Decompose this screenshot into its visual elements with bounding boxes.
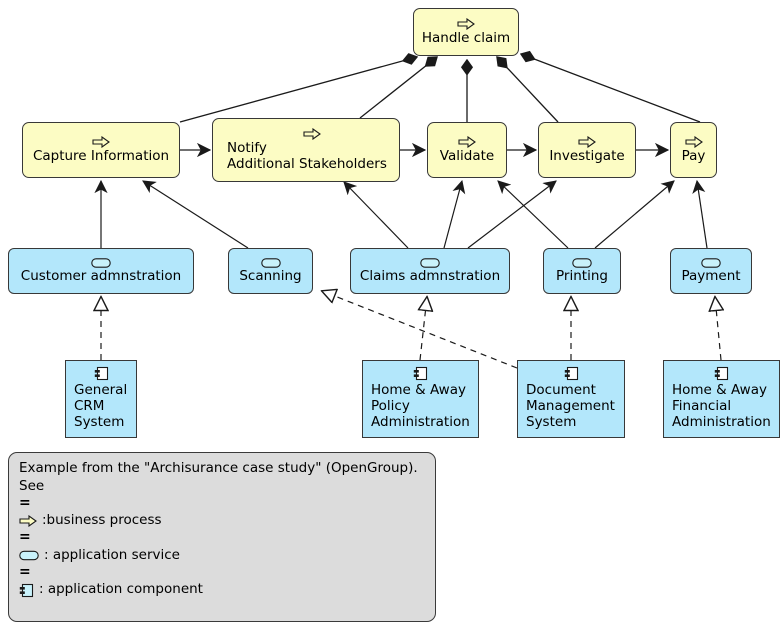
process-investigate[interactable]: Investigate [538,122,636,178]
business-process-icon [458,135,476,148]
legend-label: : application component [39,581,203,598]
business-process-icon [303,127,321,140]
component-home-away-policy-administration[interactable]: Home & Away Policy Administration [362,360,479,438]
service-payment[interactable]: Payment [670,248,752,294]
component-home-away-financial-administration[interactable]: Home & Away Financial Administration [663,360,780,438]
process-label: Validate [439,147,495,164]
legend-box: Example from the "Archisurance case stud… [8,452,436,622]
legend-item-application-service: : application service [19,546,425,565]
application-service-icon [572,257,592,268]
application-component-icon [94,366,108,381]
business-process-icon [578,135,596,148]
process-label: Pay [681,147,706,164]
service-label: Claims admnstration [359,267,501,284]
business-process-icon [92,135,110,148]
component-document-management-system[interactable]: Document Management System [517,360,625,438]
process-label: Investigate [549,147,625,164]
service-printing[interactable]: Printing [543,248,621,294]
legend-separator-1: = [19,494,31,511]
legend-item-application-component: : application component [19,581,425,600]
legend-separator-2: = [19,529,31,546]
service-label: Payment [681,267,741,284]
legend-separator-3: = [19,563,31,580]
application-service-icon [91,257,111,268]
legend-label: : application service [44,546,180,563]
application-component-icon [413,366,428,381]
process-label: Notify Additional Stakeholders [227,139,387,172]
application-component-icon [564,366,578,381]
business-process-icon [684,135,703,148]
service-customer-admnstration[interactable]: Customer admnstration [8,248,194,294]
application-component-icon [19,583,34,597]
service-scanning[interactable]: Scanning [228,248,313,294]
process-validate[interactable]: Validate [427,122,507,178]
component-label: Document Management System [526,382,615,430]
service-label: Scanning [239,267,302,284]
legend-note: Example from the "Archisurance case stud… [19,460,422,494]
component-label: Home & Away Policy Administration [371,382,470,430]
legend-item-business-process: :business process [19,511,425,530]
realization-edges [101,291,721,369]
application-service-icon [420,257,440,268]
component-label: General CRM System [74,382,128,430]
application-service-icon [260,257,281,268]
service-label: Printing [556,267,608,284]
process-handle-claim[interactable]: Handle claim [413,8,519,56]
service-label: Customer admnstration [20,267,182,284]
application-component-icon [714,366,729,381]
legend-label: :business process [42,512,162,529]
process-notify-additional-stakeholders[interactable]: Notify Additional Stakeholders [212,118,400,182]
process-capture-information[interactable]: Capture Information [22,122,180,178]
component-label: Home & Away Financial Administration [672,382,771,430]
business-process-icon [19,514,37,527]
component-general-crm-system[interactable]: General CRM System [65,360,137,438]
business-process-icon [457,17,475,30]
service-claims-admnstration[interactable]: Claims admnstration [350,248,510,294]
composition-edges [179,50,701,123]
process-pay[interactable]: Pay [670,122,717,178]
application-service-icon [19,550,39,561]
process-label: Handle claim [421,29,511,46]
serving-edges [94,179,708,249]
process-label: Capture Information [32,147,170,164]
application-service-icon [701,257,721,268]
